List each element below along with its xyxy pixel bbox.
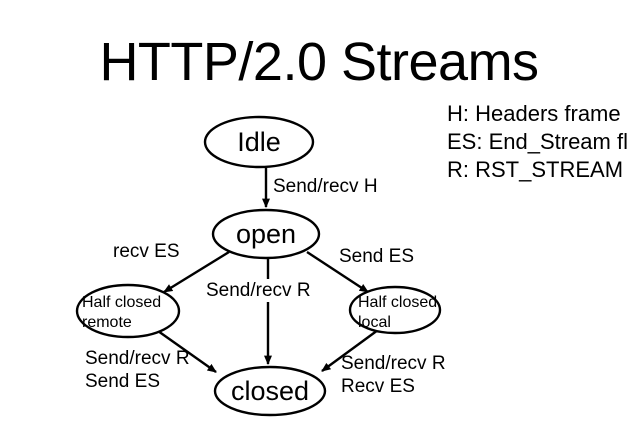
edge-label-recv-es: recv ES — [113, 241, 180, 262]
legend: H: Headers frame ES: End_Stream fl R: RS… — [447, 100, 638, 184]
node-label-half-closed-local-line1: Half closed — [358, 294, 438, 311]
edge-label-send-recv-r-middle: Send/recv R — [206, 279, 311, 302]
legend-line-es: ES: End_Stream fl — [447, 129, 628, 154]
edge-half-closed-local-to-closed — [321, 329, 379, 372]
legend-line-r: R: RST_STREAM — [447, 157, 624, 182]
edge-label-local-to-closed-line1: Send/recv R — [341, 353, 446, 374]
edge-label-remote-to-closed-line2: Send ES — [85, 371, 160, 392]
node-label-half-closed-remote-line1: Half closed — [82, 294, 162, 311]
node-open[interactable] — [211, 208, 321, 260]
edge-label-send-recv-h: Send/recv H — [273, 176, 378, 197]
node-half-closed-local[interactable] — [348, 285, 442, 335]
node-half-closed-remote[interactable] — [75, 283, 181, 339]
node-label-half-closed-remote-line2: remote — [82, 314, 132, 331]
node-closed[interactable] — [213, 365, 327, 417]
node-label-idle: Idle — [237, 127, 281, 157]
node-label-open: open — [235, 219, 297, 249]
edge-label-send-es: Send ES — [339, 246, 414, 267]
node-label-half-closed-local-line2: local — [358, 314, 391, 331]
node-label-closed: closed — [230, 376, 310, 406]
edge-open-to-half-closed-remote — [163, 250, 230, 294]
legend-line-h: H: Headers frame — [447, 101, 621, 126]
page-title: HTTP/2.0 Streams — [99, 32, 539, 92]
edge-label-local-to-closed-line2: Recv ES — [341, 376, 415, 397]
node-idle[interactable] — [203, 115, 315, 169]
edge-half-closed-remote-to-closed — [157, 330, 217, 373]
edge-label-remote-to-closed-line1: Send/recv R — [85, 348, 190, 369]
edge-open-to-half-closed-local — [306, 250, 369, 294]
